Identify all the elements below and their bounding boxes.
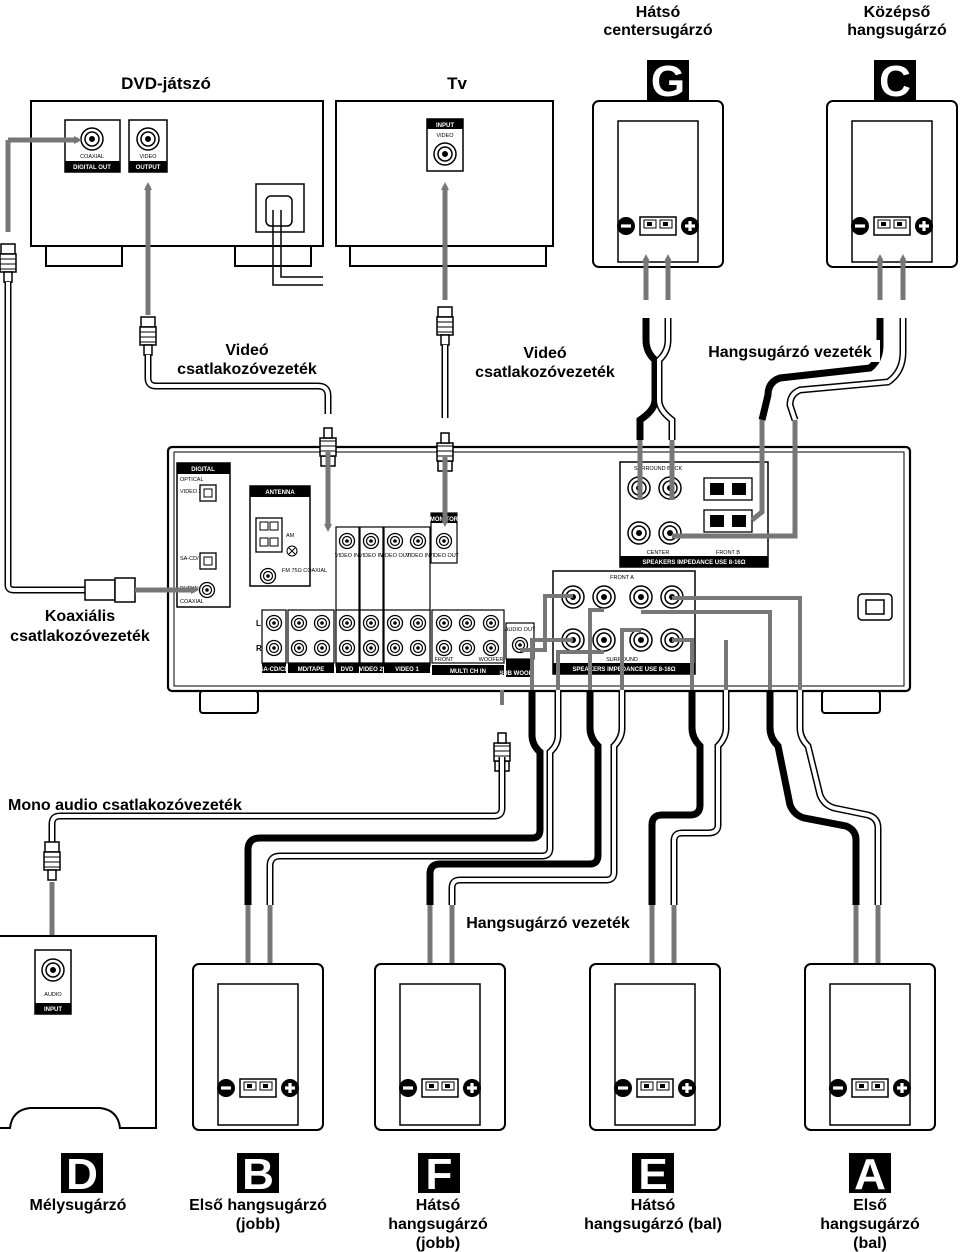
- center-speaker: [826, 100, 958, 268]
- rear-center-label-2: centersugárzó: [603, 22, 713, 39]
- video-cable-2: [436, 182, 454, 527]
- speaker-cable-top-label: Hangsugárzó vezeték: [708, 344, 872, 361]
- center-label-2: hangsugárzó: [847, 22, 947, 39]
- dvd-digital-out-label: DIGITAL OUT: [73, 165, 111, 171]
- front-left-label-3: (bal): [853, 1235, 887, 1252]
- monitor-video-out-label: VIDEO OUT: [429, 553, 460, 559]
- tv-label: Tv: [447, 74, 467, 93]
- rear-left-label-1: Hátsó: [631, 1197, 676, 1214]
- antenna-label: ANTENNA: [265, 490, 295, 496]
- badge-b-letter: B: [242, 1150, 274, 1199]
- coaxial-cable-label-2: csatlakozóvezeték: [10, 628, 150, 645]
- video-cable-1-label-2: csatlakozóvezeték: [177, 361, 317, 378]
- audio-r-label: R: [256, 644, 262, 653]
- rear-right-speaker: [374, 963, 506, 1131]
- subwoofer: AUDIO INPUT: [0, 935, 157, 1129]
- video-in-v2-label: VIDEO IN: [359, 553, 383, 559]
- badge-a: [849, 1153, 891, 1193]
- video2-in-label: VIDEO 2 IN: [180, 489, 209, 495]
- digital-label: DIGITAL: [191, 467, 215, 473]
- video-out-v1-label: VIDEO OUT: [380, 553, 411, 559]
- video-cable-2-label-1: Videó: [523, 345, 567, 362]
- badge-d: [61, 1153, 103, 1193]
- sub-audio-label: AUDIO: [44, 992, 62, 998]
- badge-f-letter: F: [426, 1150, 453, 1199]
- badge-f: [418, 1153, 460, 1193]
- video-in-v1-label: VIDEO IN: [406, 553, 430, 559]
- rear-left-speaker-cable: [648, 638, 730, 1070]
- rear-right-label-3: (jobb): [416, 1235, 460, 1252]
- dvd-coaxial-label: COAXIAL: [80, 154, 104, 160]
- rear-center-speaker: [592, 100, 724, 268]
- front-a-label: FRONT A: [610, 575, 634, 581]
- front-right-label-1: Első hangsugárzó: [189, 1197, 327, 1214]
- tv-video-label: VIDEO: [436, 133, 454, 139]
- sacd-cd-label: SA-CD/CD: [259, 667, 289, 673]
- rear-right-label-1: Hátsó: [416, 1197, 461, 1214]
- am-label: AM: [286, 533, 295, 539]
- speakers-impedance-label-2: SPEAKERS IMPEDANCE USE 8-16Ω: [572, 667, 675, 673]
- sub-woofer-label: SUB WOOFER: [499, 671, 541, 677]
- badge-b: [237, 1153, 279, 1193]
- badge-c: [874, 60, 916, 100]
- optical-label: OPTICAL: [180, 477, 204, 483]
- badge-g: [647, 60, 689, 100]
- rear-center-label-1: Hátsó: [636, 4, 681, 21]
- center-label-1: Középső: [864, 4, 931, 21]
- badge-e-letter: E: [638, 1150, 667, 1199]
- audio-out-label: AUDIO OUT: [505, 627, 536, 633]
- subwoofer-label: Mélysugárzó: [30, 1197, 127, 1214]
- badge-c-letter: C: [879, 57, 911, 106]
- sub-input-label: INPUT: [44, 1007, 62, 1013]
- speaker-cable-bottom-label: Hangsugárzó vezeték: [466, 915, 630, 932]
- dvd-video-label: VIDEO: [139, 154, 157, 160]
- audio-l-label: L: [256, 619, 261, 628]
- badge-e: [632, 1153, 674, 1193]
- rear-right-label-2: hangsugárzó: [388, 1216, 488, 1233]
- badge-g-letter: G: [651, 57, 685, 106]
- front-right-label-2: (jobb): [236, 1216, 280, 1233]
- coaxial-label: COAXIAL: [180, 599, 204, 605]
- video-in-dvd-label: VIDEO IN: [335, 553, 359, 559]
- video-cable-2-label-2: csatlakozóvezeték: [475, 364, 615, 381]
- sacd-cd-in-label: SA-CD/ CD IN: [180, 556, 215, 562]
- coaxial-cable-label-1: Koaxiális: [45, 608, 115, 625]
- av-receiver: DIGITAL OPTICAL VIDEO 2 IN SA-CD/ CD IN …: [166, 445, 912, 714]
- dvd-player: COAXIAL DIGITAL OUT VIDEO OUTPUT: [30, 100, 324, 286]
- rear-center-speaker-cable: [636, 254, 676, 500]
- dvd-player-label: DVD-játszó: [121, 74, 211, 93]
- surround-back-label: SURROUND BACK: [634, 466, 683, 472]
- tv-input-label: INPUT: [436, 123, 454, 129]
- video-cable-1-label-1: Videó: [225, 342, 269, 359]
- video2-audio-label: VIDEO 2: [359, 667, 383, 673]
- center-label: CENTER: [647, 550, 670, 556]
- rear-left-label-2: hangsugárzó (bal): [584, 1216, 722, 1233]
- video-cable-1: [139, 182, 337, 532]
- front-right-speaker: [192, 963, 324, 1131]
- front-b-label: FRONT B: [716, 550, 740, 556]
- video1-audio-label: VIDEO 1: [395, 667, 419, 673]
- dvd-audio-label: DVD: [341, 667, 354, 673]
- badge-a-letter: A: [854, 1150, 886, 1199]
- front-left-label-1: Első: [853, 1197, 887, 1214]
- mono-audio-cable-label: Mono audio csatlakozóvezeték: [8, 797, 242, 814]
- coaxial-cable: [0, 136, 199, 603]
- badge-d-letter: D: [66, 1150, 98, 1199]
- fm-label: FM 75Ω COAXIAL: [282, 568, 327, 574]
- dvd-output-label: OUTPUT: [136, 165, 161, 171]
- front-left-label-2: hangsugárzó: [820, 1216, 920, 1233]
- md-tape-label: MD/TAPE: [298, 667, 325, 673]
- multi-front-label: FRONT: [435, 657, 455, 663]
- rear-left-speaker: [589, 963, 721, 1131]
- speakers-impedance-label-1: SPEAKERS IMPEDANCE USE 8-16Ω: [642, 560, 745, 566]
- multi-ch-in-label: MULTI CH IN: [450, 669, 486, 675]
- multi-woofer-label: WOOFER: [479, 657, 504, 663]
- front-left-speaker: [804, 963, 936, 1131]
